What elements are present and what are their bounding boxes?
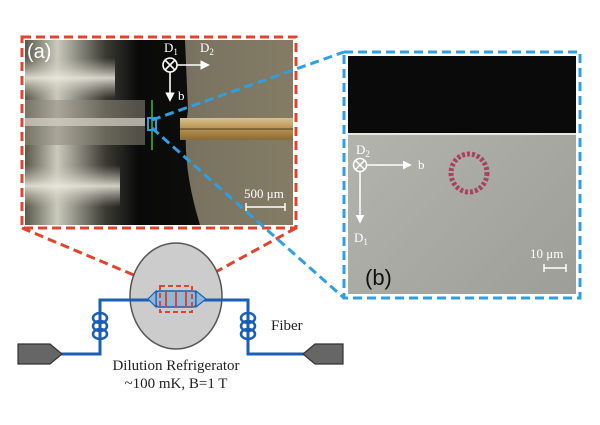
setup-schematic: Fiber Dilution Refrigerator ~100 mK, B=1…: [17, 242, 344, 392]
panel-a-axes: D1 D2 b: [162, 40, 214, 103]
panel-a: D1 D2 b 500 μm (a): [20, 35, 298, 230]
connector-left: [17, 343, 63, 365]
panel-b-label: (b): [365, 265, 392, 290]
fridge-label-line2: ~100 mK, B=1 T: [125, 376, 228, 392]
blue-zoom-line-bottom: [151, 126, 345, 300]
fiber-coil-right: [239, 311, 257, 341]
scale-bar-a: 500 μm: [244, 186, 286, 211]
blue-zoom-source: [147, 117, 157, 131]
fridge-label-line1: Dilution Refrigerator: [112, 358, 239, 374]
panel-b-dark-region: [348, 56, 576, 134]
panel-a-fiber-core: [25, 118, 145, 126]
axis-b-label: b: [178, 88, 185, 103]
axis-d1-label: D1: [354, 230, 368, 247]
ring-resonator: [448, 151, 490, 195]
fiber-label: Fiber: [271, 318, 303, 334]
panel-a-highlight-bottom: [25, 165, 120, 207]
scale-bar-b: 10 μm: [530, 246, 567, 272]
panel-a-label: (a): [27, 41, 51, 63]
axis-d2-label: D2: [356, 142, 370, 159]
axis-b-label: b: [418, 157, 425, 172]
connector-right: [302, 343, 344, 365]
blue-zoom-line-top: [151, 50, 345, 122]
panel-b-axes: D2 b D1: [352, 142, 425, 247]
scale-bar-b-text: 10 μm: [530, 246, 563, 261]
out-of-plane-icon: [352, 157, 368, 173]
red-zoom-line-left: [21, 226, 161, 288]
panel-b-frame: [342, 50, 582, 300]
sample-device: [147, 285, 207, 313]
fiber-right: [196, 298, 305, 356]
fiber-left: [60, 298, 156, 356]
scale-bar-a-text: 500 μm: [244, 186, 284, 201]
panel-a-highlight-top: [25, 58, 115, 98]
panel-b: D2 b D1 10 μm (b): [342, 50, 582, 300]
fiber-coil-left: [91, 311, 109, 341]
axis-d2-label: D2: [200, 40, 214, 57]
sample-zoom-box: [159, 285, 193, 313]
panel-a-frame: [20, 35, 298, 230]
axis-d1-label: D1: [164, 40, 178, 57]
